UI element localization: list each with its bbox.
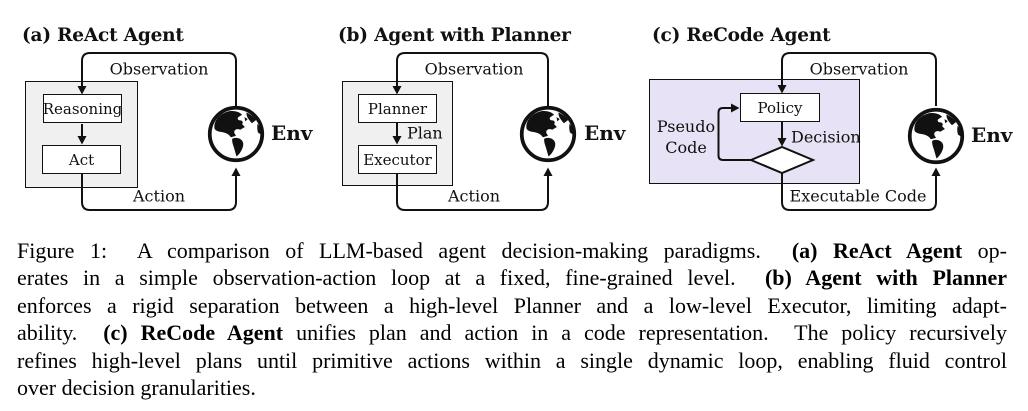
action-label-a: Action <box>133 186 185 206</box>
caption-bold-react-agent: (a) ReAct Agent <box>791 238 963 263</box>
caption-bold-agent-with-planner: (b) Agent with Planner <box>764 265 1008 291</box>
observation-arrow-a <box>81 52 237 106</box>
planner-box-label: Planner <box>367 99 428 118</box>
env-globe-icon-b <box>519 105 577 163</box>
panel-title-c: (c) ReCode Agent <box>652 25 831 46</box>
pseudo-code-label-line2: Code <box>665 138 707 157</box>
arrowhead-into-executor <box>392 136 402 145</box>
arrowhead-into-env-a <box>231 167 241 176</box>
executor-box-label: Executor <box>363 150 432 169</box>
pseudo-code-label: Pseudo Code <box>657 116 715 158</box>
env-globe-icon-c <box>907 107 965 165</box>
env-label-b: Env <box>584 121 626 145</box>
arrowhead-into-env-c <box>931 167 941 176</box>
plan-label: Plan <box>407 123 443 143</box>
caption-text: enforces a rigid separation between a hi… <box>17 292 1007 318</box>
planner-box: Planner <box>358 94 437 123</box>
reasoning-box: Reasoning <box>43 94 122 123</box>
observation-label-c: Observation <box>809 59 909 79</box>
caption-bold-recode-agent: (c) ReCode Agent <box>103 320 284 346</box>
recursion-loop-arrow <box>717 107 751 161</box>
caption-text: op- <box>962 238 1008 263</box>
panel-title-a: (a) ReAct Agent <box>22 25 184 46</box>
action-arrow-a <box>81 174 237 211</box>
arrowhead-into-decision-diamond <box>777 138 787 147</box>
action-arrow-b <box>396 174 549 211</box>
caption-line-6: over decision granularities. <box>17 374 1007 401</box>
arrowhead-into-reasoning <box>77 86 87 95</box>
pseudo-code-label-line1: Pseudo <box>656 117 716 136</box>
caption-line-1: Figure 1: A comparison of LLM-based agen… <box>17 237 1007 264</box>
env-label-a: Env <box>271 121 313 145</box>
diagram-linework <box>77 52 965 211</box>
caption-line-5: refines high-level plans until primitive… <box>17 347 1007 374</box>
panel-title-b: (b) Agent with Planner <box>338 25 571 46</box>
caption-line-4: ability. (c) ReCode Agent unifies plan a… <box>17 319 1007 346</box>
caption-text: over decision granularities. <box>17 375 256 401</box>
act-box-label: Act <box>68 150 95 169</box>
caption-line-3: enforces a rigid separation between a hi… <box>17 292 1007 319</box>
observation-arrow-b <box>396 52 549 106</box>
act-box: Act <box>42 145 121 174</box>
observation-label-a: Observation <box>109 59 209 79</box>
action-label-b: Action <box>448 186 500 206</box>
decision-diamond <box>748 145 816 175</box>
env-globe-icon-a <box>207 105 265 163</box>
caption-text: Figure 1: A comparison of LLM-based agen… <box>17 238 792 263</box>
env-label-c: Env <box>971 123 1013 147</box>
caption-text: refines high-level plans until primitive… <box>17 347 1007 373</box>
executor-box: Executor <box>358 145 437 174</box>
arrowhead-recursion-into-policy <box>731 103 740 113</box>
executable-code-arrow <box>781 173 937 211</box>
policy-box: Policy <box>740 93 820 122</box>
arrowhead-into-policy <box>777 85 787 94</box>
executable-code-label: Executable Code <box>789 186 927 206</box>
arrowhead-into-planner <box>392 86 402 95</box>
caption-text: ability. <box>17 320 104 346</box>
reasoning-box-label: Reasoning <box>42 99 123 118</box>
arrowhead-into-env-b <box>543 167 553 176</box>
figure-caption: Figure 1: A comparison of LLM-based agen… <box>17 237 1007 401</box>
policy-box-label: Policy <box>757 98 803 117</box>
caption-text: unifies plan and action in a code repres… <box>283 320 1007 346</box>
arrowhead-into-act <box>77 136 87 145</box>
caption-line-2: erates in a simple observation-action lo… <box>17 264 1007 291</box>
decision-label: Decision <box>791 127 861 147</box>
caption-text: erates in a simple observation-action lo… <box>17 265 765 291</box>
observation-arrow-c <box>781 52 937 106</box>
observation-label-b: Observation <box>424 59 524 79</box>
